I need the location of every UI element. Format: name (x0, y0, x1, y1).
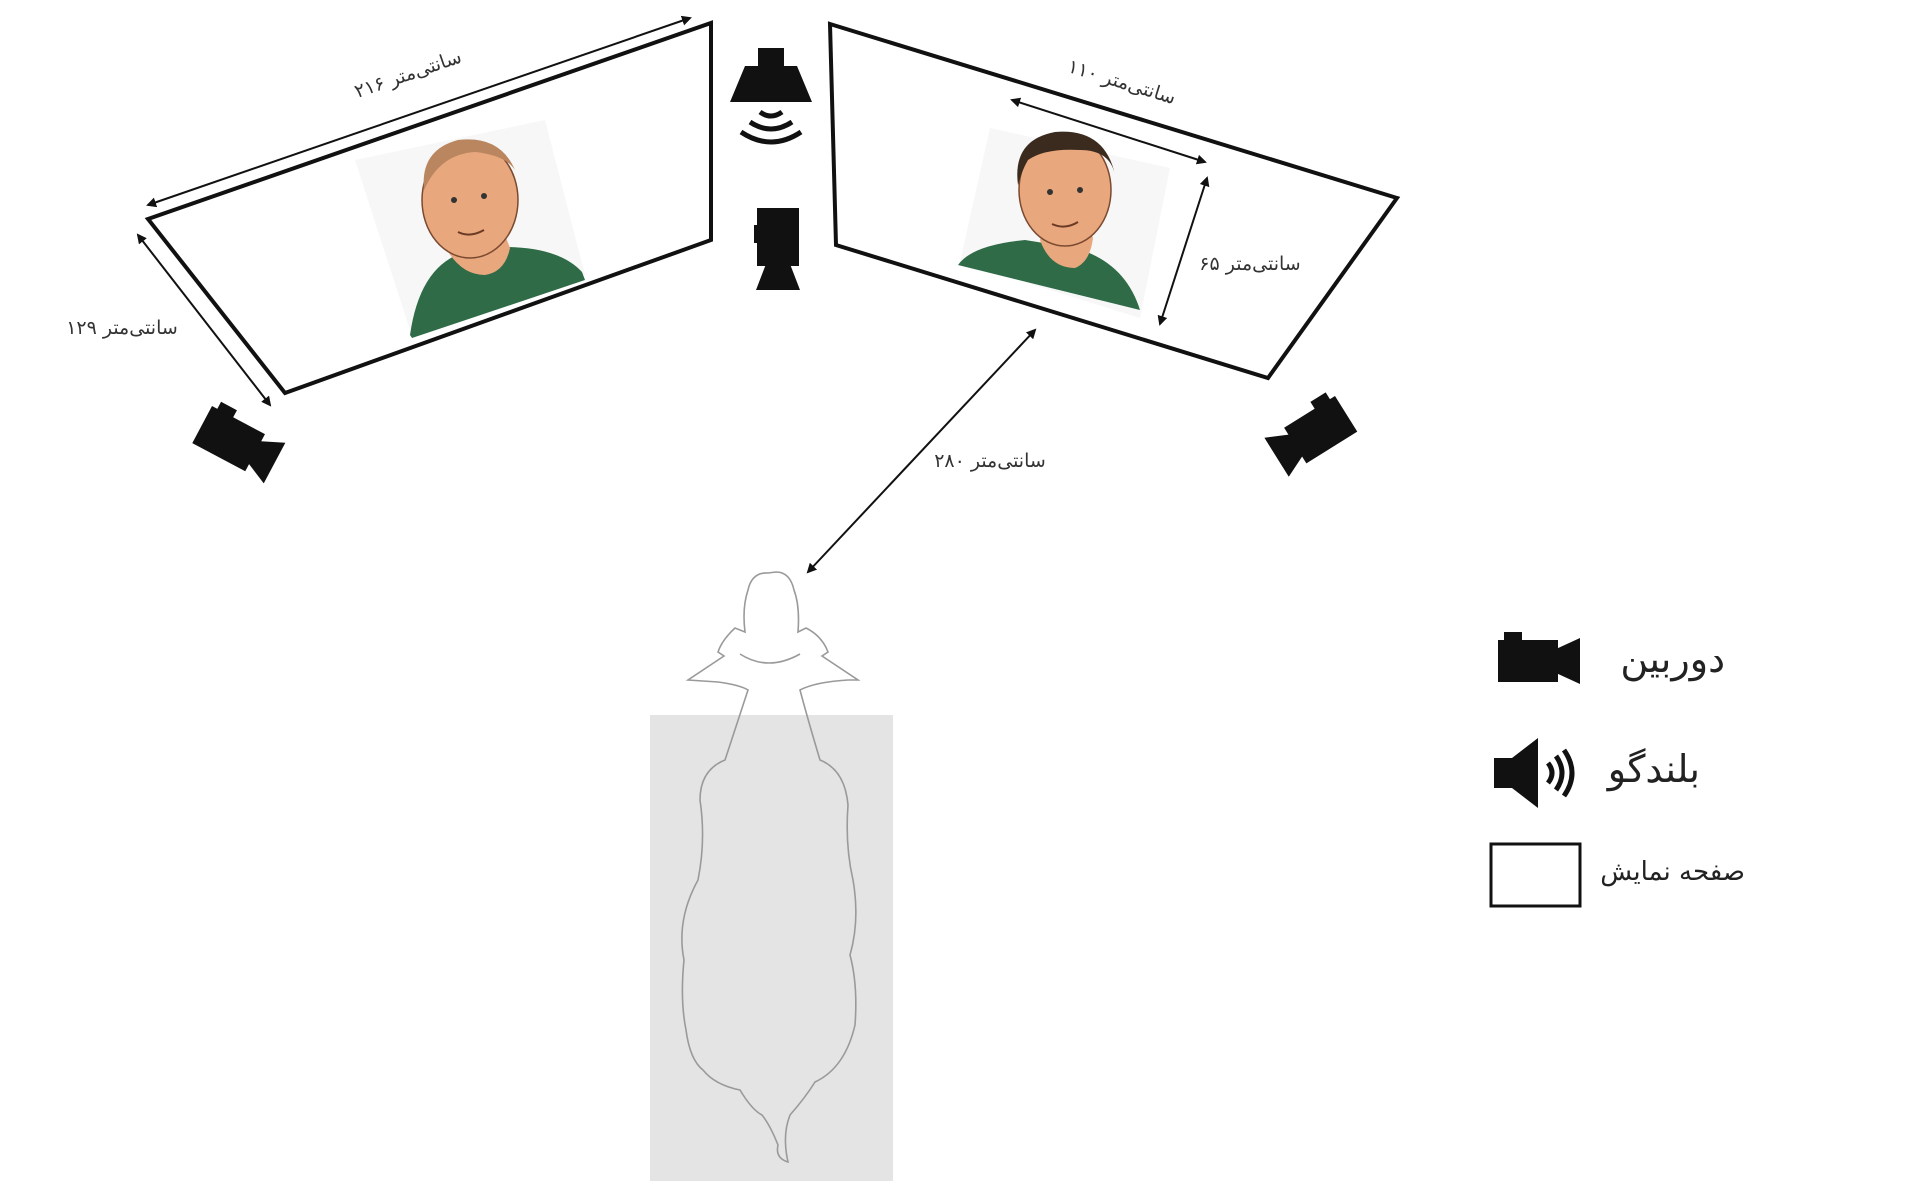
dim-arrow-left-width (146, 15, 692, 208)
label-right-height: ۶۵ سانتی‌متر (1199, 253, 1300, 275)
speaker-icon (1494, 738, 1575, 808)
legend-label-screen: صفحه نمایش (1600, 857, 1745, 887)
camera-left (191, 398, 289, 484)
dim-arrow-right-height (1157, 176, 1210, 326)
cow-stall (650, 715, 893, 1181)
camera-icon (1498, 632, 1580, 684)
label-left-height: ۱۲۹ سانتی‌متر (66, 317, 178, 339)
camera-right (1261, 389, 1359, 477)
legend-label-speaker: بلندگو (1606, 747, 1700, 792)
dim-arrow-left-height (136, 233, 272, 407)
cow-outline (681, 571, 861, 1164)
dim-arrow-right-width (1010, 97, 1207, 165)
label-left-width: ۲۱۶ سانتی‌متر (352, 46, 465, 103)
dim-arrow-viewing-distance (806, 328, 1037, 574)
label-viewing-distance: ۲۸۰ سانتی‌متر (934, 450, 1046, 472)
screen-icon (1489, 842, 1582, 908)
speaker-top (730, 48, 812, 145)
camera-center (754, 208, 800, 290)
legend-label-camera: دوربین (1620, 637, 1725, 682)
